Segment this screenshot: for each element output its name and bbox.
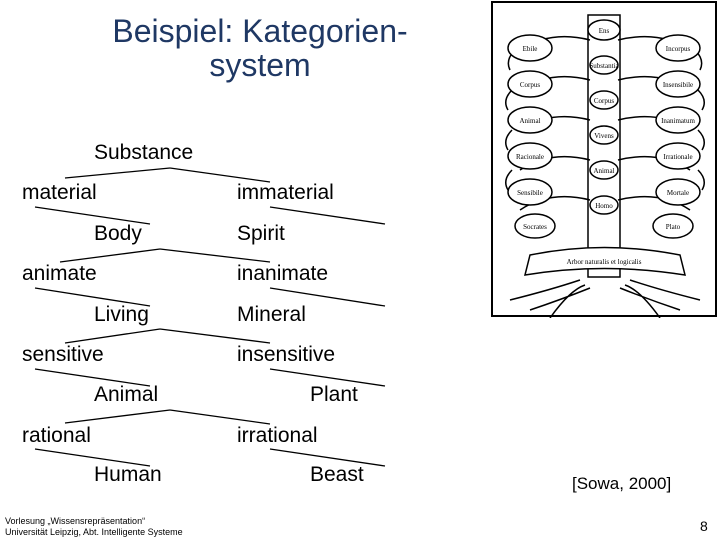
edge-living-sensitive: [64, 328, 161, 344]
edge-body-animate: [59, 248, 161, 263]
edge-insensitive-plant: [269, 368, 386, 387]
tree-leaf-right-3: Inanimatum: [661, 117, 695, 125]
tree-trunk-2: Substantia: [589, 62, 619, 70]
term-immaterial: immaterial: [237, 181, 334, 204]
term-spirit: Spirit: [237, 222, 285, 245]
tree-trunk-3: Corpus: [594, 97, 615, 105]
term-inanimate: inanimate: [237, 262, 329, 285]
edge-rational-human: [34, 448, 151, 467]
tree-leaf-left-5: Sensibile: [517, 189, 543, 197]
tree-trunk-5: Animal: [594, 167, 615, 175]
term-animate: animate: [22, 262, 97, 285]
tree-leaf-right-2: Insensibile: [663, 81, 693, 89]
edge-sensitive-animal: [34, 368, 151, 387]
porphyry-tree-woodcut: Ebile Corpus Animal Racionale Sensibile …: [491, 1, 717, 318]
term-animal: Animal: [94, 383, 159, 406]
term-insensitive: insensitive: [237, 343, 336, 366]
edge-immaterial-spirit: [269, 206, 386, 225]
tree-leaf-right-6: Plato: [666, 223, 681, 231]
footer: Vorlesung „Wissensrepräsentation“ Univer…: [5, 516, 183, 538]
term-sensitive: sensitive: [22, 343, 104, 366]
edge-substance-immaterial: [169, 167, 271, 183]
term-beast: Beast: [310, 463, 364, 486]
edge-animate-living: [34, 287, 151, 307]
page-number: 8: [700, 518, 708, 534]
tree-leaf-left-4: Racionale: [516, 153, 544, 161]
edge-irrational-beast: [269, 448, 386, 467]
tree-leaf-right-5: Mortale: [667, 189, 689, 197]
tree-trunk-1: Ens: [599, 27, 610, 35]
edge-animal-irrational: [169, 409, 271, 425]
term-rational: rational: [22, 424, 91, 447]
term-substance: Substance: [94, 141, 194, 164]
slide-title: Beispiel: Kategorien- system: [60, 14, 460, 82]
edge-material-body: [34, 206, 151, 225]
tree-leaf-left-2: Corpus: [520, 81, 541, 89]
tree-leaf-left-1: Ebile: [523, 45, 538, 53]
edge-substance-material: [64, 167, 171, 179]
tree-trunk-4: Vivens: [594, 132, 614, 140]
tree-leaf-left-6: Socrates: [523, 223, 547, 231]
tree-leaf-right-1: Incorpus: [666, 45, 691, 53]
term-body: Body: [94, 222, 142, 245]
tree-trunk-6: Homo: [595, 202, 613, 210]
footer-line1: Vorlesung „Wissensrepräsentation“: [5, 516, 146, 526]
slide-title-line1: Beispiel: Kategorien-: [112, 13, 408, 49]
footer-line2: Universität Leipzig, Abt. Intelligente S…: [5, 527, 183, 537]
term-mineral: Mineral: [237, 303, 306, 326]
term-irrational: irrational: [237, 424, 318, 447]
tree-leaf-right-4: Irrationale: [663, 153, 692, 161]
edge-animal-rational: [64, 409, 171, 424]
slide-title-line2: system: [209, 47, 311, 83]
term-human: Human: [94, 463, 162, 486]
tree-banner: Arbor naturalis et logicalis: [567, 258, 642, 266]
edge-body-inanimate: [159, 248, 271, 263]
edge-inanimate-mineral: [269, 287, 386, 307]
edge-living-insensitive: [159, 328, 271, 344]
term-living: Living: [94, 303, 149, 326]
term-plant: Plant: [310, 383, 358, 406]
citation: [Sowa, 2000]: [572, 474, 672, 493]
tree-leaf-left-3: Animal: [520, 117, 541, 125]
term-material: material: [22, 181, 97, 204]
